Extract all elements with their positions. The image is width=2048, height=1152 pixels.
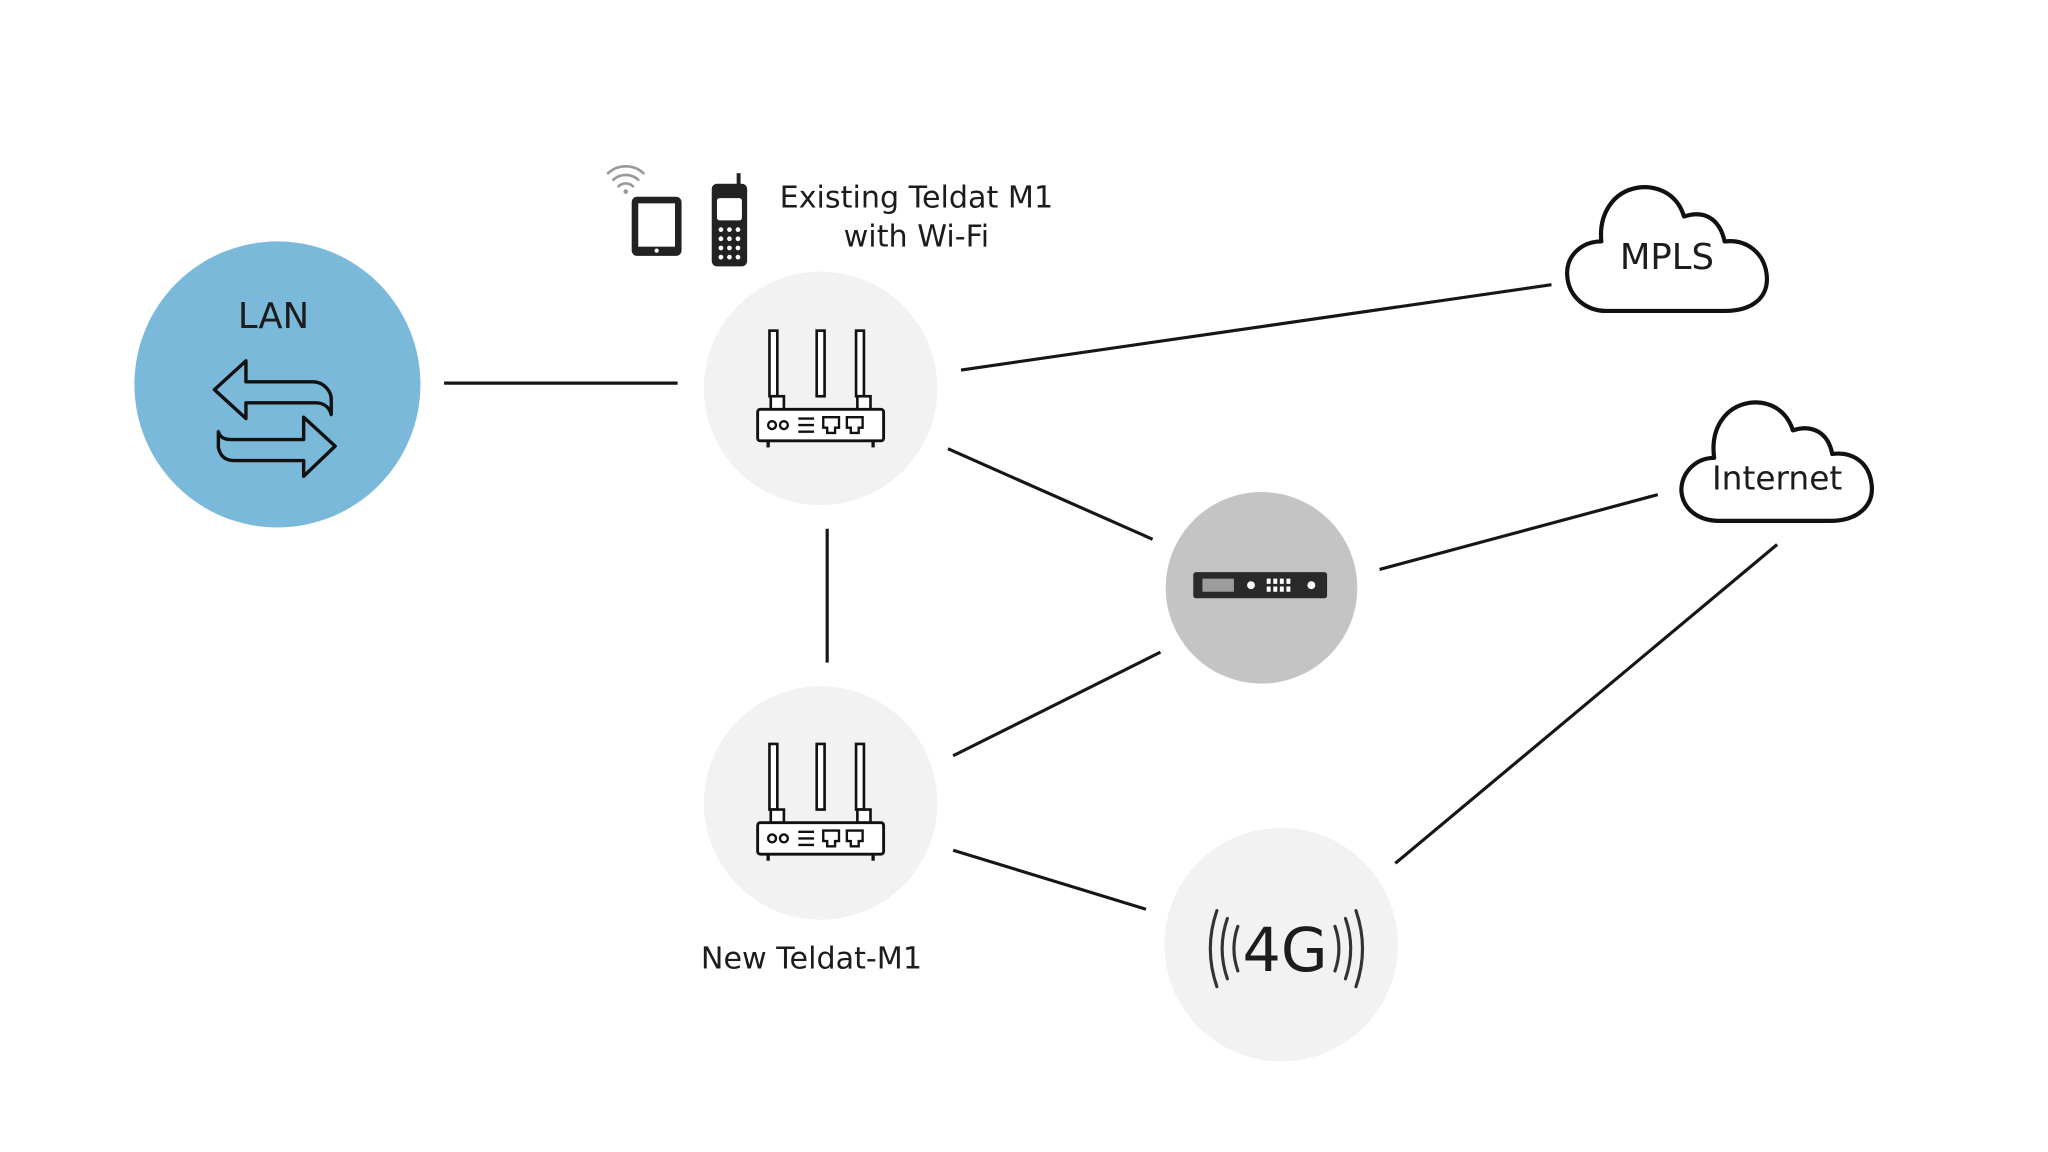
link-existing-router-mpls bbox=[960, 283, 1552, 372]
link-new-router-switch bbox=[952, 650, 1162, 758]
connection-lines bbox=[444, 283, 1779, 911]
lan-node[interactable]: LAN bbox=[134, 241, 421, 528]
4g-label: 4G bbox=[1243, 916, 1328, 986]
link-4g-internet bbox=[1394, 543, 1779, 865]
4g-circle bbox=[1164, 827, 1398, 1062]
mpls-node[interactable]: MPLS bbox=[1565, 185, 1769, 314]
new-router-label: New Teldat-M1 bbox=[701, 941, 922, 976]
network-switch-icon bbox=[1193, 572, 1328, 599]
wifi-icon bbox=[606, 165, 645, 194]
wifi-router-icon bbox=[756, 329, 886, 450]
link-switch-internet bbox=[1379, 493, 1659, 571]
mpls-label: MPLS bbox=[1620, 237, 1714, 278]
cloud-icon bbox=[1679, 400, 1874, 523]
lan-label: LAN bbox=[238, 296, 309, 337]
existing-router-label-line1: Existing Teldat M1 bbox=[780, 180, 1054, 215]
link-existing-router-switch bbox=[947, 447, 1154, 541]
cloud-icon bbox=[1565, 185, 1769, 314]
internet-label: Internet bbox=[1712, 459, 1842, 497]
wifi-router-icon bbox=[756, 742, 886, 863]
wireless-devices bbox=[606, 165, 748, 267]
signal-waves-icon bbox=[1208, 909, 1365, 989]
existing-router-label-line2: with Wi-Fi bbox=[844, 220, 990, 255]
link-new-router-4g bbox=[952, 848, 1147, 911]
switch-node[interactable] bbox=[1165, 492, 1358, 684]
tablet-icon bbox=[631, 196, 682, 256]
lan-circle bbox=[134, 241, 421, 528]
new-router-node[interactable]: New Teldat-M1 bbox=[701, 686, 938, 976]
existing-router-node[interactable]: Existing Teldat M1 with Wi-Fi bbox=[703, 180, 1054, 506]
4g-node[interactable]: 4G bbox=[1164, 827, 1398, 1062]
mobile-phone-icon bbox=[711, 173, 748, 267]
exchange-arrows-icon bbox=[212, 359, 337, 478]
internet-node[interactable]: Internet bbox=[1679, 400, 1874, 523]
